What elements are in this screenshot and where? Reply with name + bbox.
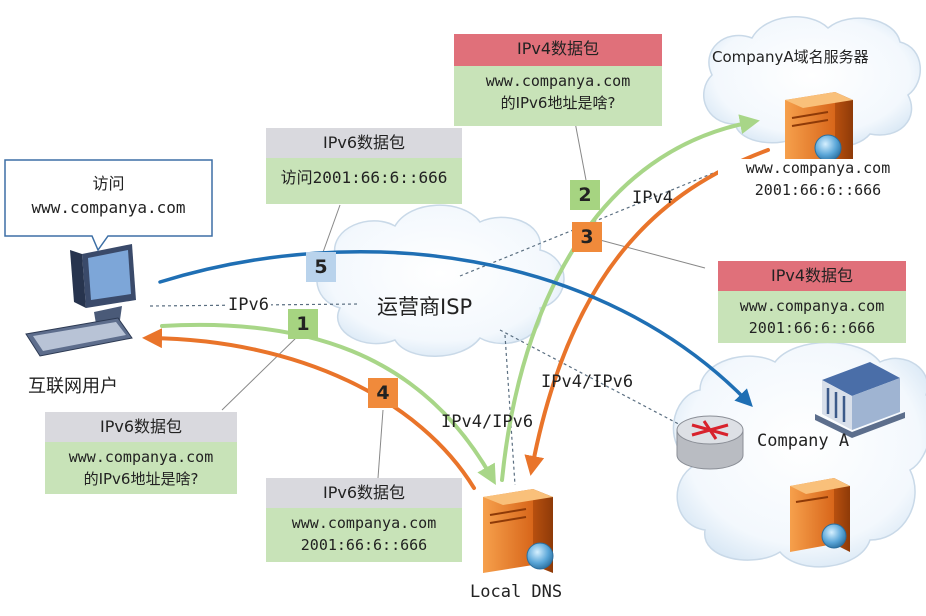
local-dns-label: Local DNS (470, 582, 563, 602)
computer-icon (25, 244, 136, 357)
link-isp-localdns (504, 334, 516, 486)
dns-record-line1: www.companya.com (718, 159, 918, 177)
callout-lines (221, 121, 706, 479)
packet4-header: IPv6数据包 (266, 478, 462, 508)
packet2-line1: www.companya.com (485, 72, 631, 90)
packet3-line1: www.companya.com (739, 297, 885, 315)
packet3-line2: 2001:66:6::666 (748, 319, 876, 337)
packet4-body: www.companya.com 2001:66:6::666 (266, 508, 462, 562)
link-label-isp-dns: IPv4 (632, 188, 673, 208)
dns-server-icon (785, 92, 853, 168)
dns-server-title: CompanyA域名服务器 (712, 48, 869, 66)
packet2-header: IPv4数据包 (454, 34, 662, 66)
packet1-line1: www.companya.com (68, 448, 214, 466)
local-dns-server-icon (483, 489, 554, 573)
bank-building-icon (815, 362, 905, 438)
isp-label: 运营商ISP (377, 295, 473, 319)
arrow-step5 (158, 250, 753, 408)
user-callout-bubble (4, 159, 213, 252)
company-label: Company A (757, 431, 850, 451)
step-2-badge: 2 (570, 180, 600, 210)
company-server-icon (790, 478, 850, 552)
step-3-badge: 3 (572, 222, 602, 252)
link-user-isp (149, 303, 361, 307)
packet3-header: IPv4数据包 (718, 261, 906, 291)
link-label-isp-company: IPv4/IPv6 (541, 372, 634, 392)
isp-cloud (316, 204, 565, 357)
packet4-line2: 2001:66:6::666 (300, 536, 428, 554)
packet1-header: IPv6数据包 (45, 412, 237, 442)
step-4-badge: 4 (368, 378, 398, 408)
link-label-local-isp: IPv4/IPv6 (441, 412, 534, 432)
packet2-body: www.companya.com 的IPv6地址是啥? (454, 66, 662, 126)
dns-record-line2: 2001:66:6::666 (718, 181, 918, 199)
step-1-badge: 1 (288, 309, 318, 339)
packet5-header: IPv6数据包 (266, 128, 462, 158)
user-label: 互联网用户 (28, 376, 118, 397)
packet2-line2: 的IPv6地址是啥? (500, 94, 616, 112)
packet4-line1: www.companya.com (291, 514, 437, 532)
user-callout-line1: 访问 (92, 174, 125, 193)
packet5-line1: 访问2001:66:6::666 (280, 168, 448, 187)
link-label-user-isp: IPv6 (226, 295, 271, 315)
arrow-step4 (142, 328, 476, 490)
router-icon (676, 415, 744, 470)
packet3-body: www.companya.com 2001:66:6::666 (718, 291, 906, 343)
arrow-step1 (160, 322, 496, 485)
packet1-line2: 的IPv6地址是啥? (83, 470, 199, 488)
user-callout-line2: www.companya.com (31, 198, 186, 217)
step-5-badge: 5 (306, 252, 336, 282)
packet5-body: 访问2001:66:6::666 (266, 158, 462, 204)
packet1-body: www.companya.com 的IPv6地址是啥? (45, 442, 237, 494)
